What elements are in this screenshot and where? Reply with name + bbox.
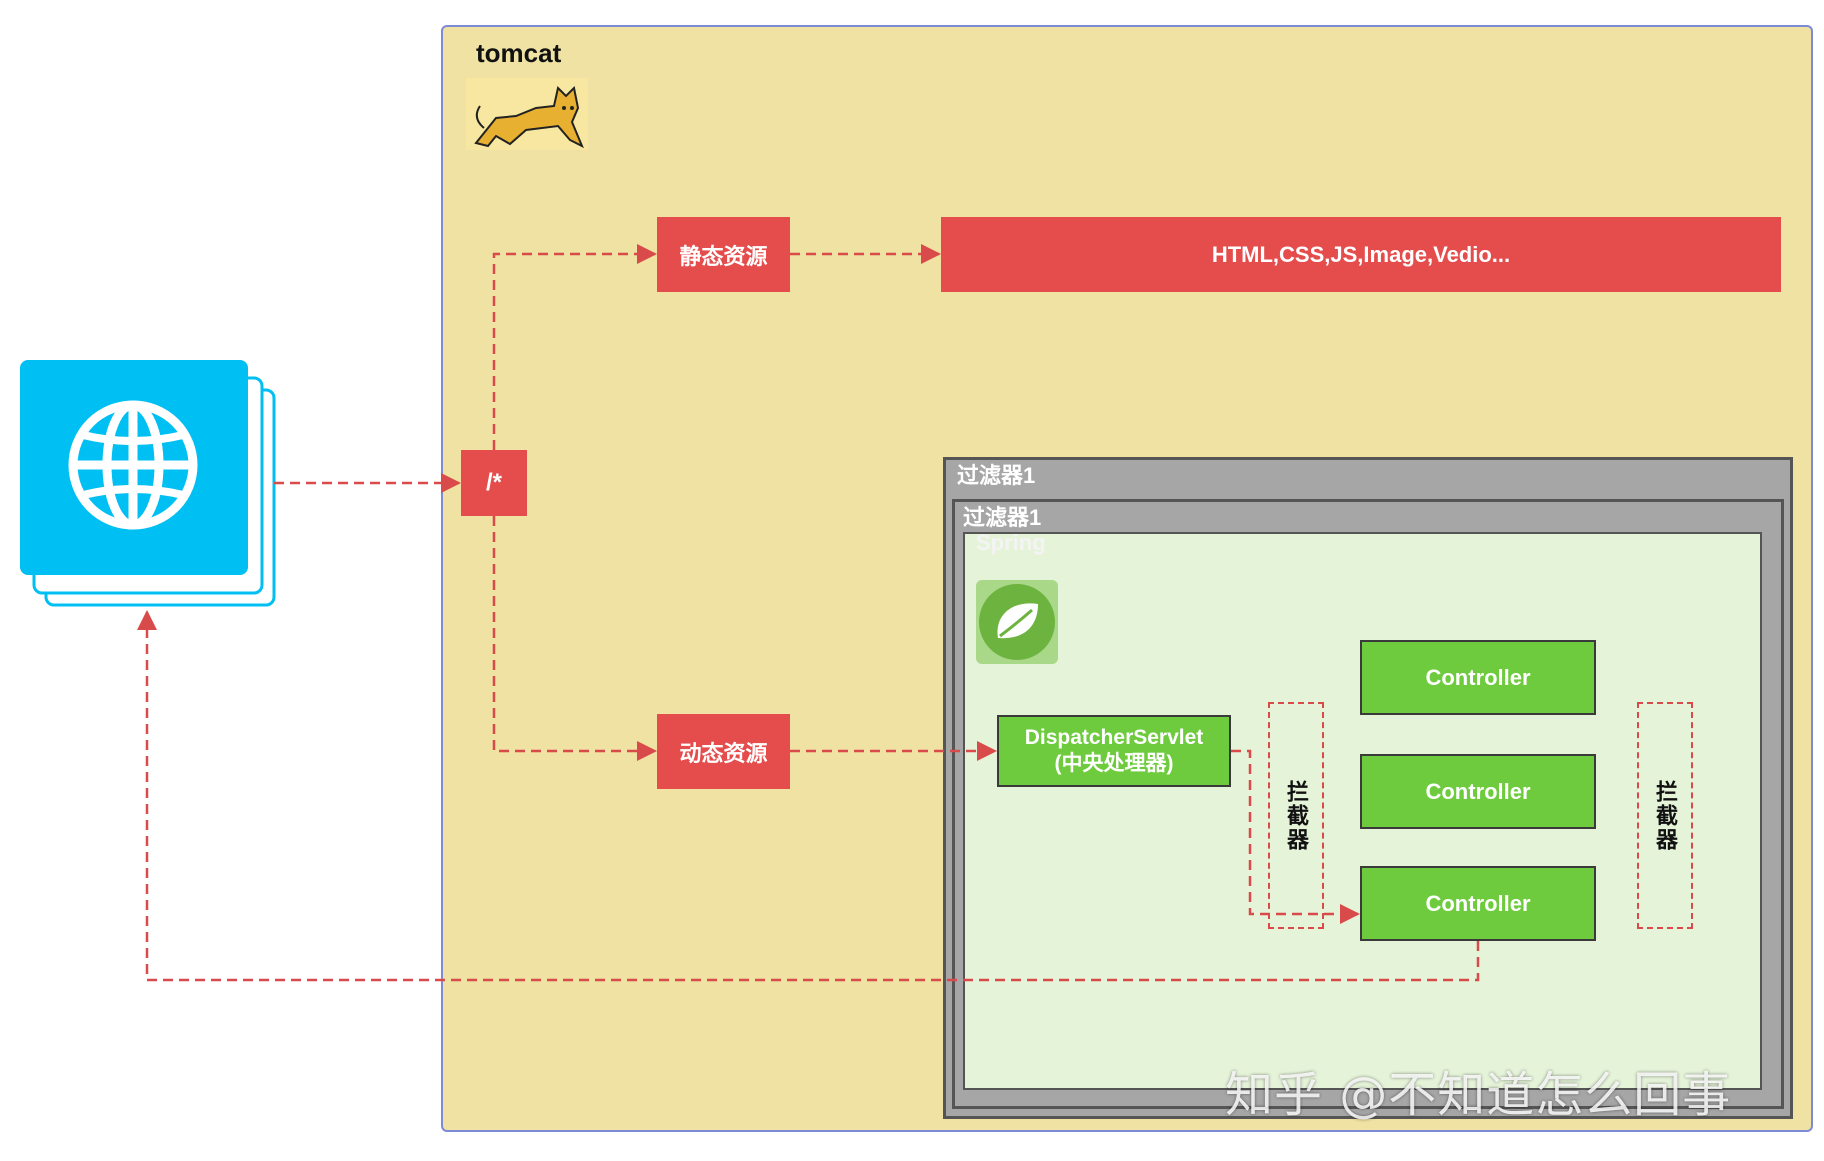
- spring-logo-icon: [976, 580, 1058, 664]
- controller-node: Controller: [1360, 866, 1596, 941]
- interceptor-left-label: 拦截器: [1284, 779, 1309, 852]
- filter-outer-label: 过滤器1: [957, 463, 1036, 488]
- interceptor-right: 拦截器: [1637, 702, 1693, 929]
- controller-node: Controller: [1360, 754, 1596, 829]
- arrow-response-to-browser: [137, 610, 1480, 982]
- controller-node: Controller: [1360, 640, 1596, 715]
- router-node: /*: [461, 450, 527, 516]
- dispatcher-title: DispatcherServlet: [1024, 726, 1204, 749]
- dynamic-resource-node: 动态资源: [657, 714, 790, 789]
- interceptor-right-label: 拦截器: [1653, 779, 1678, 852]
- dispatcher-subtitle: (中央处理器): [1054, 752, 1174, 775]
- interceptor-left: 拦截器: [1268, 702, 1324, 929]
- browser-client: [20, 360, 280, 610]
- filter-inner-label: 过滤器1: [963, 505, 1042, 530]
- watermark-text: 知乎 @不知道怎么回事: [1225, 1067, 1732, 1123]
- tomcat-label: tomcat: [476, 38, 562, 68]
- browser-globe-icon: [20, 360, 276, 607]
- arrow-router-to-dynamic: [492, 516, 657, 761]
- tomcat-logo-icon: [466, 78, 588, 150]
- arrow-dispatcher-to-controller: [1231, 749, 1360, 924]
- arrow-router-to-static: [492, 244, 657, 450]
- dispatcher-servlet-node: DispatcherServlet (中央处理器): [997, 715, 1231, 787]
- static-target-node: HTML,CSS,JS,Image,Vedio...: [941, 217, 1781, 292]
- static-resource-node: 静态资源: [657, 217, 790, 292]
- spring-label: Spring: [976, 530, 1046, 555]
